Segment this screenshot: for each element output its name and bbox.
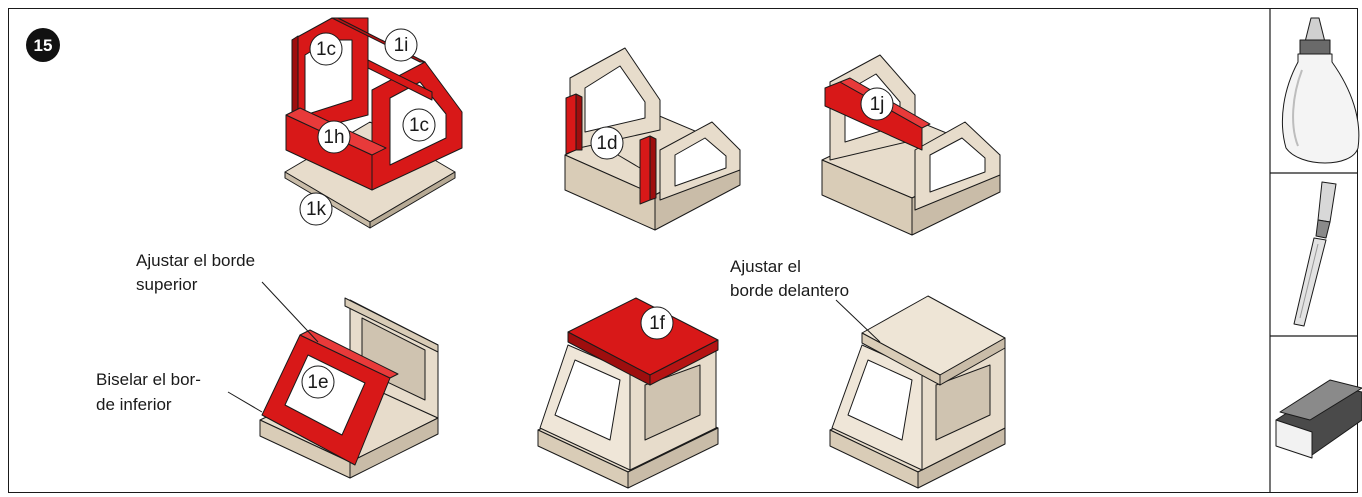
leader-line xyxy=(617,154,641,169)
leader-line xyxy=(835,299,881,343)
note-top-edge-line1: Ajustar el borde xyxy=(136,251,255,270)
figure-assembly-3 xyxy=(821,54,1001,236)
note-bevel-line1: Biselar el bor- xyxy=(96,370,201,389)
callout-circle xyxy=(317,120,351,154)
file-tool-icon xyxy=(1293,181,1337,327)
leader-line xyxy=(261,281,319,343)
figure-assembly-5 xyxy=(537,297,719,489)
note-top-edge-line2: superior xyxy=(136,275,198,294)
part-label-1h: 1h xyxy=(323,127,344,148)
callout-circle xyxy=(301,365,335,399)
callout-circle xyxy=(309,32,343,66)
part-label-1c: 1c xyxy=(409,115,429,136)
figure-assembly-4 xyxy=(259,297,439,479)
callout-circle xyxy=(299,192,333,226)
step-number: 15 xyxy=(34,36,53,55)
figure-assembly-6 xyxy=(829,295,1006,489)
callout-circle xyxy=(384,28,418,62)
callout-circle xyxy=(590,126,624,160)
callout-circle xyxy=(860,87,894,121)
note-front-edge-line2: borde delantero xyxy=(730,281,849,300)
callout-circle xyxy=(402,108,436,142)
callout-circle xyxy=(640,306,674,340)
sanding-block-icon xyxy=(1275,379,1362,459)
part-label-1d: 1d xyxy=(596,133,617,154)
part-label-1j: 1j xyxy=(870,94,885,115)
part-label-1f: 1f xyxy=(649,313,666,334)
part-label-1k: 1k xyxy=(306,199,327,220)
part-label-1i: 1i xyxy=(394,35,409,56)
step-badge: 15 xyxy=(26,28,60,62)
instruction-panel xyxy=(8,8,1358,493)
part-label-1e: 1e xyxy=(307,372,328,393)
note-front-edge-line1: Ajustar el xyxy=(730,257,801,276)
glue-bottle-icon xyxy=(1281,17,1360,164)
note-bevel-line2: de inferior xyxy=(96,395,172,414)
part-label-1c: 1c xyxy=(316,39,336,60)
leader-line xyxy=(227,391,263,413)
figure-assembly-2 xyxy=(564,47,741,231)
